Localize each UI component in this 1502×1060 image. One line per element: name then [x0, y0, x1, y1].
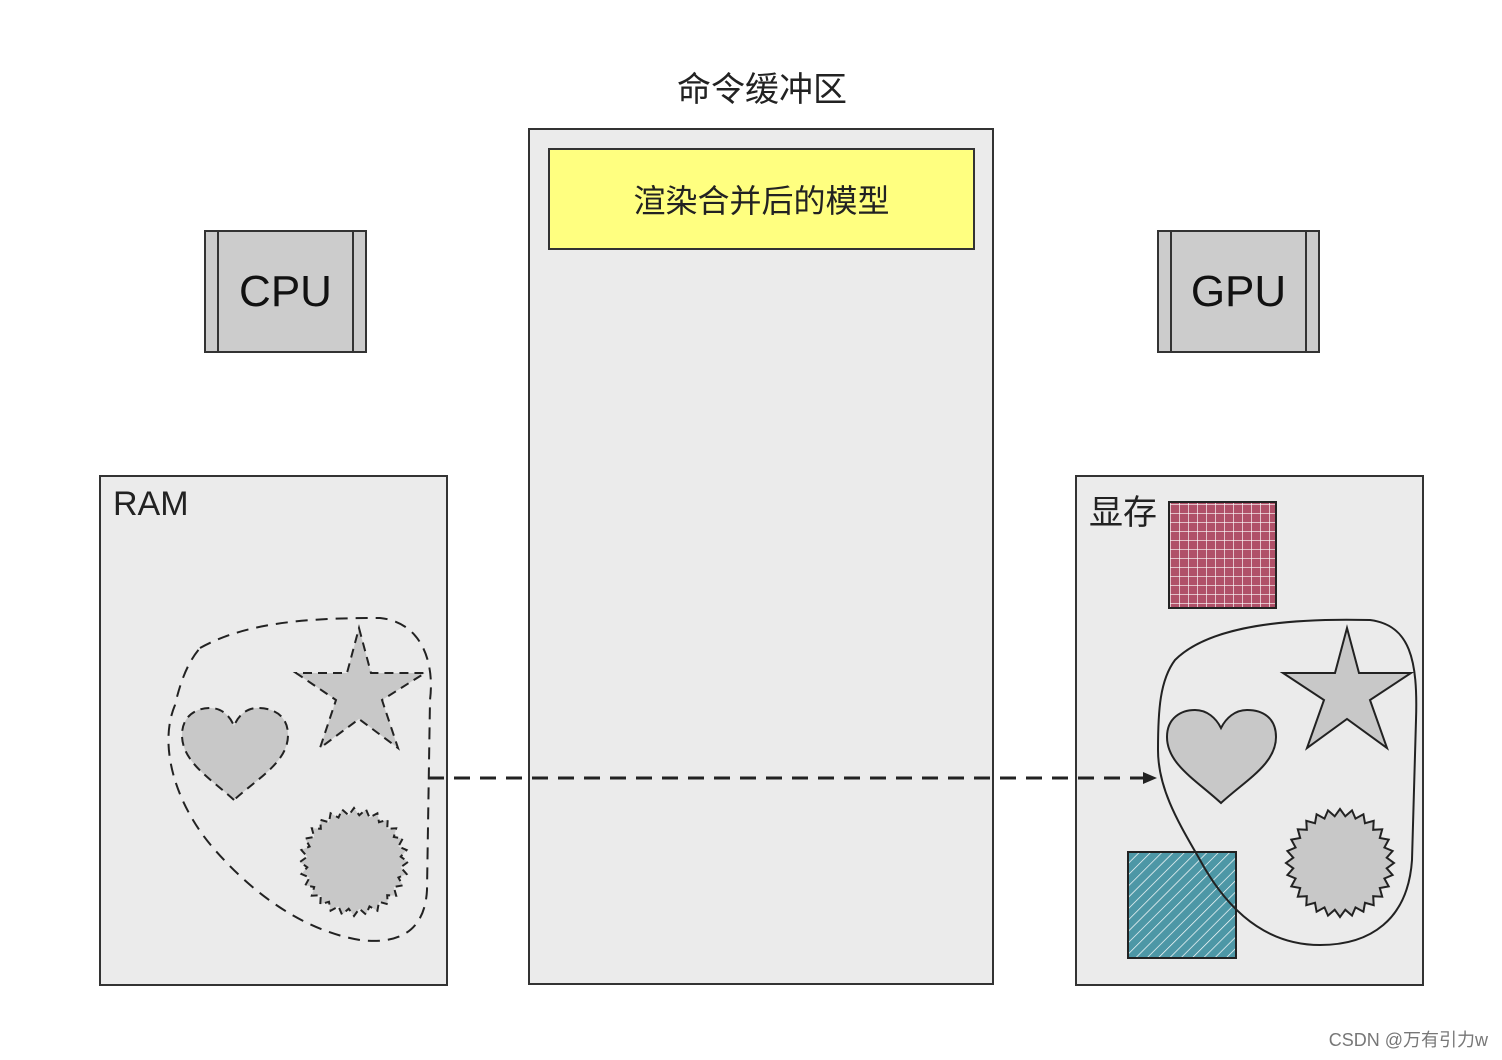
cpu-label: CPU	[239, 266, 332, 316]
merged-model-box: 渲染合并后的模型	[548, 148, 975, 250]
vram-seal-icon	[1284, 807, 1396, 919]
vram-label: 显存	[1089, 493, 1157, 533]
ram-star-icon	[292, 624, 429, 751]
command-buffer-box	[528, 128, 994, 985]
vram-red-texture-icon	[1168, 501, 1277, 609]
cpu-chip: CPU	[204, 230, 367, 353]
ram-object-group	[167, 616, 432, 942]
command-buffer-title: 命令缓冲区	[677, 70, 847, 110]
merged-model-label: 渲染合并后的模型	[633, 182, 890, 220]
watermark: CSDN @万有引力w	[1328, 1030, 1488, 1050]
vram-teal-texture-icon	[1127, 851, 1237, 959]
gpu-chip: GPU	[1157, 230, 1320, 353]
vram-heart-icon	[1165, 708, 1278, 805]
gpu-label: GPU	[1190, 266, 1287, 316]
vram-object-group	[1156, 618, 1418, 947]
ram-heart-icon	[180, 706, 290, 802]
ram-label: RAM	[113, 485, 189, 523]
vram-group-outline	[1156, 618, 1418, 947]
vram-star-icon	[1279, 624, 1415, 751]
ram-seal-icon	[298, 806, 410, 918]
